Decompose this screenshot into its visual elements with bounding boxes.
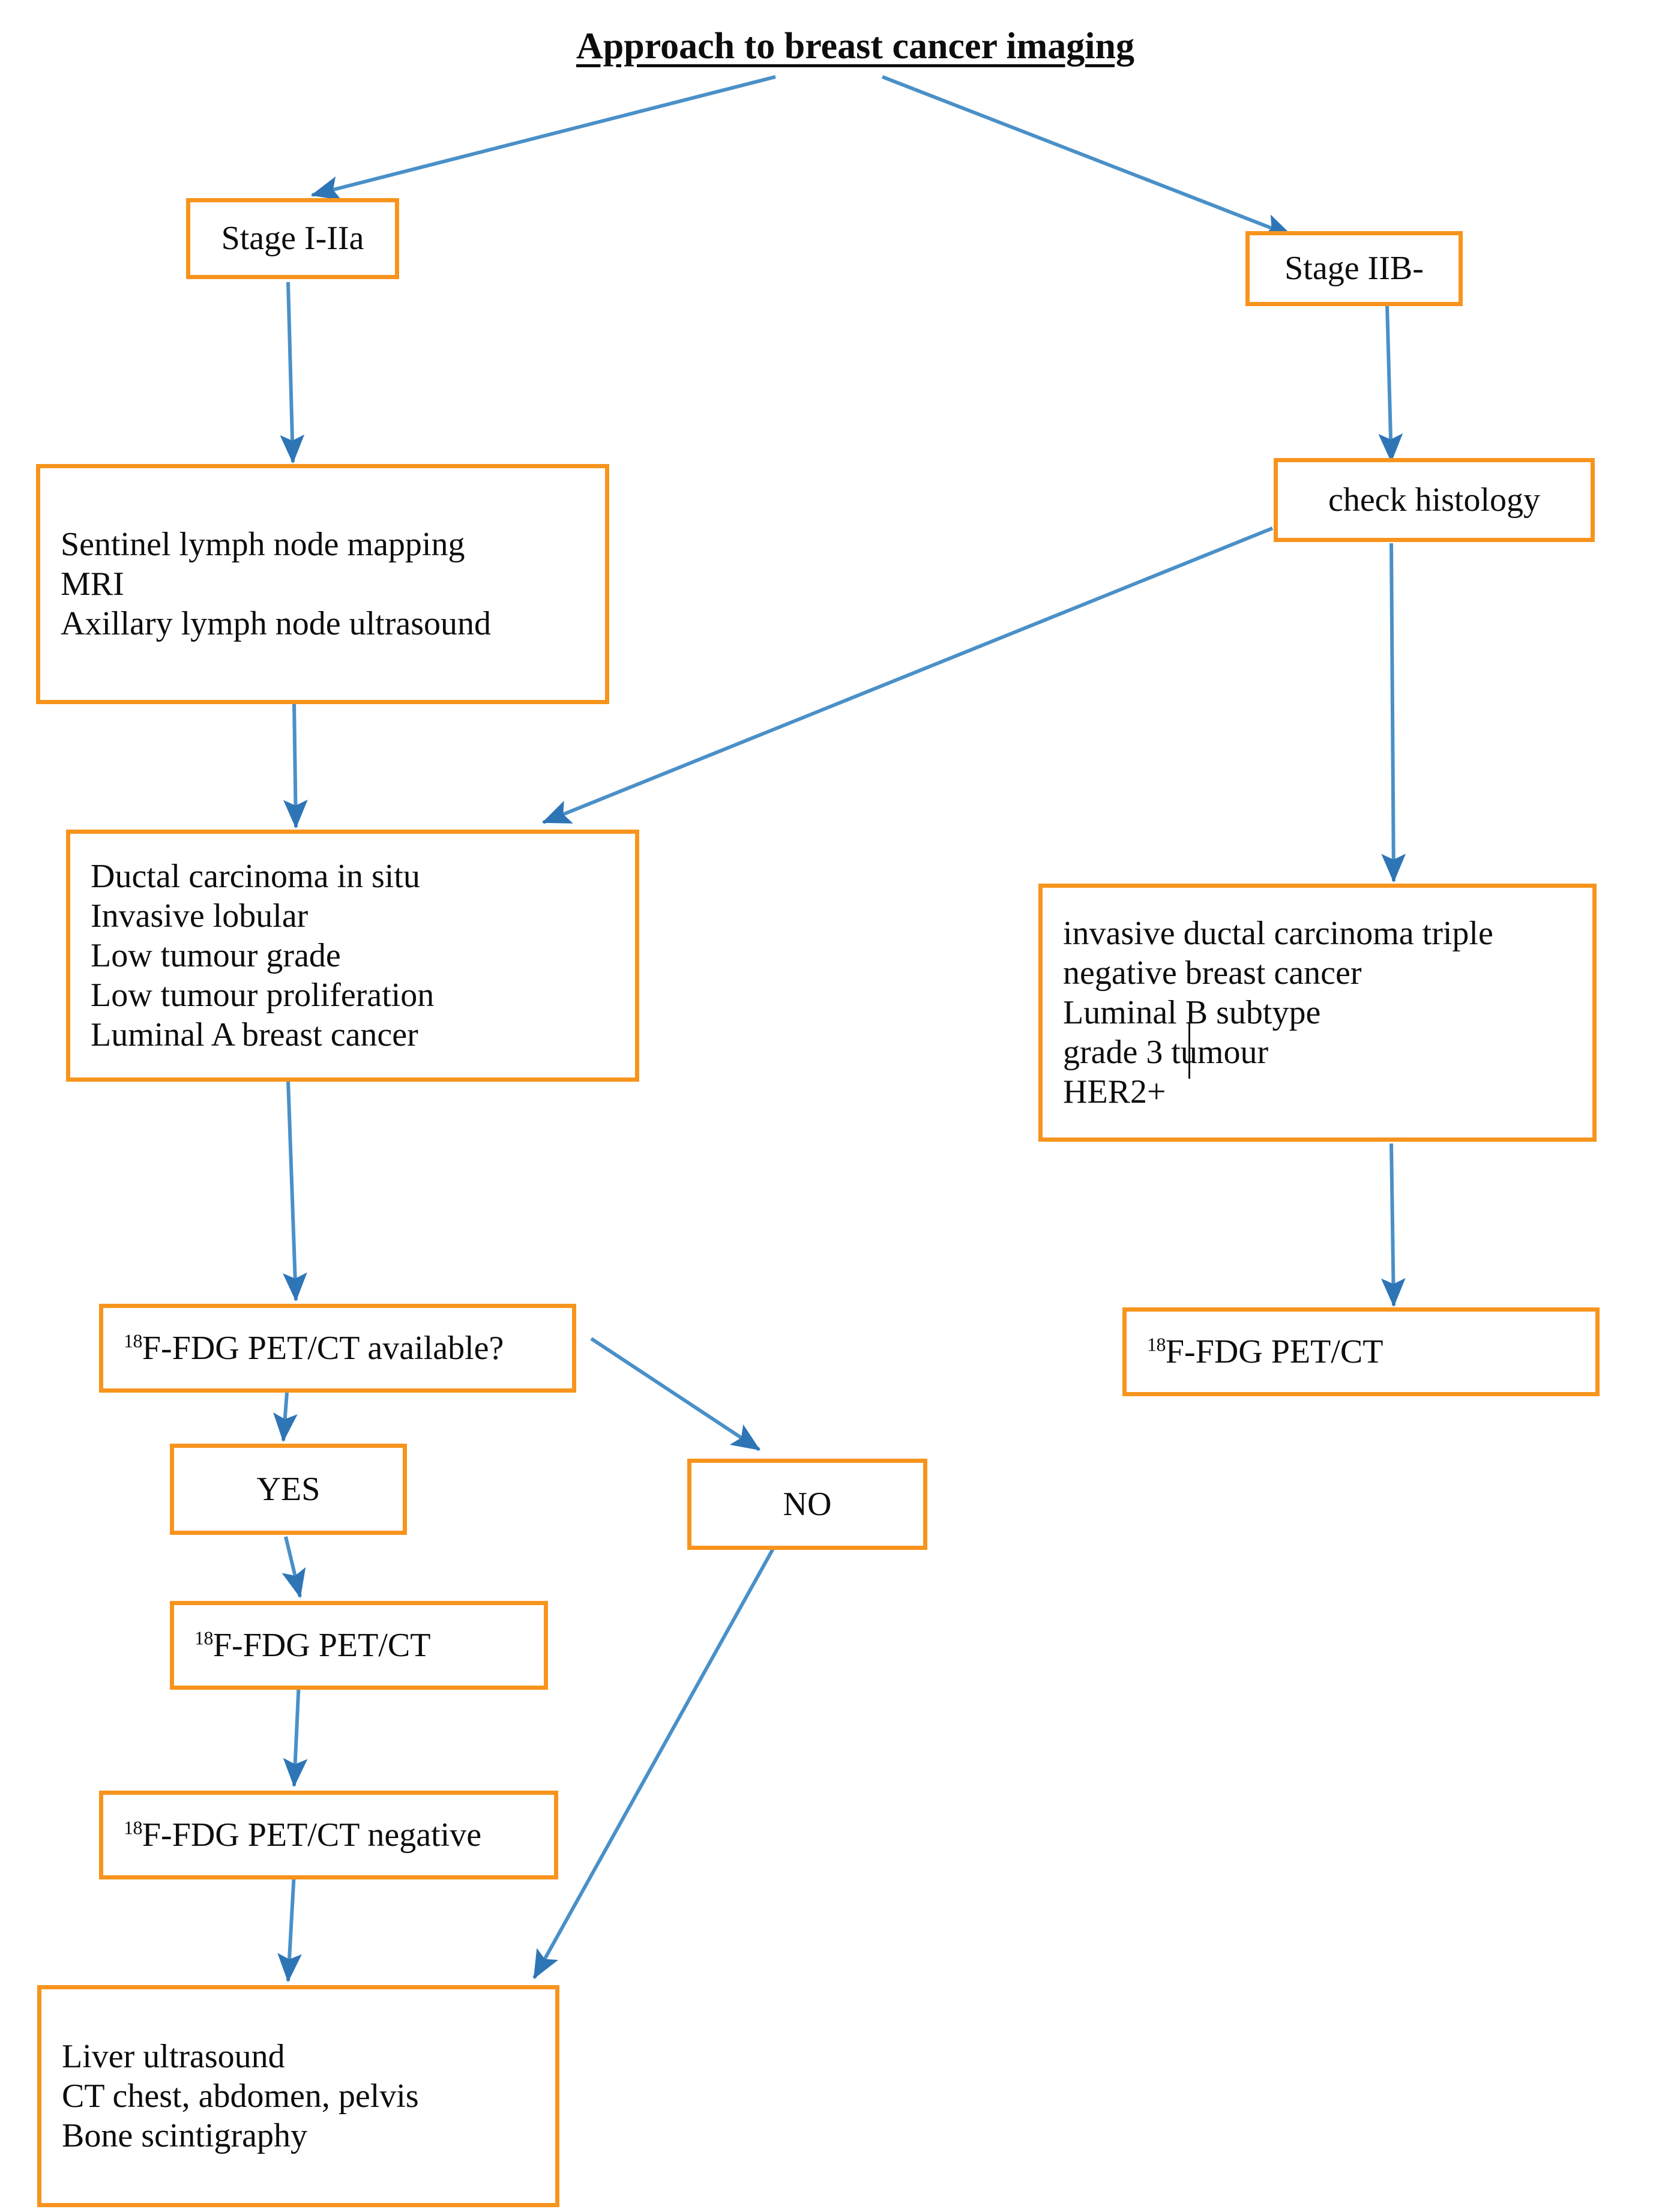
node-label: 18F-FDG PET/CT [1147,1333,1383,1370]
edge-highrisk-to-petright [1380,1143,1406,1307]
node-label-text: F-FDG PET/CT negative [142,1816,482,1854]
node-pet-left[interactable]: 18F-FDG PET/CT [170,1601,548,1690]
node-line: Luminal B subtype [1063,993,1321,1031]
edge-petavailable-to-yes [273,1392,298,1442]
node-check-histology[interactable]: check histology [1274,458,1595,542]
node-line: Invasive lobular [91,897,309,935]
node-pet-negative[interactable]: 18F-FDG PET/CT negative [99,1791,558,1879]
node-high-risk-histology[interactable]: invasive ductal carcinoma triple negativ… [1038,884,1597,1142]
node-line: negative breast cancer [1063,954,1362,992]
edge-petnegative-to-conventional [277,1872,302,1983]
node-label-text: F-FDG PET/CT [212,1626,431,1664]
edge-title-to-stage2b [881,75,1293,238]
node-label: Stage IIB- [1284,250,1424,288]
node-line: Sentinel lymph node mapping [61,525,465,563]
node-pet-available[interactable]: 18F-FDG PET/CT available? [99,1304,576,1393]
node-line: Low tumour proliferation [91,977,435,1014]
edge-workup-to-lowrisk [283,702,308,829]
node-label: 18F-FDG PET/CT [194,1627,430,1664]
node-line: Axillary lymph node ultrasound [61,605,492,643]
node-yes[interactable]: YES [170,1444,407,1535]
node-early-workup[interactable]: Sentinel lymph node mapping MRI Axillary… [36,464,609,704]
edge-yes-to-pet [282,1536,306,1599]
isotope-superscript: 18 [194,1627,213,1649]
node-label: NO [783,1485,832,1523]
node-label: YES [256,1470,321,1508]
node-line: Luminal A breast cancer [91,1016,418,1054]
node-conventional-imaging[interactable]: Liver ultrasound CT chest, abdomen, pelv… [37,1985,559,2207]
isotope-superscript: 18 [1147,1334,1166,1355]
edge-stage1-to-workup [280,282,305,464]
node-line: Liver ultrasound [62,2037,285,2075]
edge-petavailable-to-no [590,1337,761,1451]
node-line: Low tumour grade [91,936,341,974]
node-line: Bone scintigraphy [62,2117,308,2155]
node-line: CT chest, abdomen, pelvis [62,2077,419,2115]
edge-histology-to-highrisk [1381,543,1406,883]
text-cursor-artifact [1188,1023,1190,1079]
node-label: Stage I-IIa [221,220,364,258]
edge-no-to-conventional [532,1532,783,1980]
edge-pet-to-petnegative [283,1680,308,1788]
node-line: invasive ductal carcinoma triple [1063,914,1493,952]
node-low-risk-histology[interactable]: Ductal carcinoma in situ Invasive lobula… [66,830,639,1082]
node-label: 18F-FDG PET/CT available? [124,1330,504,1367]
node-stage-i-iia[interactable]: Stage I-IIa [186,198,399,279]
node-label: check histology [1328,481,1541,519]
node-no[interactable]: NO [687,1459,927,1550]
edge-title-to-stage1 [310,75,776,200]
page-title: Approach to breast cancer imaging [576,26,1134,67]
edge-stage2b-to-histology [1378,282,1403,463]
isotope-superscript: 18 [124,1817,142,1839]
node-label-text: F-FDG PET/CT available? [142,1329,504,1367]
node-stage-iib[interactable]: Stage IIB- [1245,231,1463,306]
isotope-superscript: 18 [124,1330,142,1352]
node-line: HER2+ [1063,1073,1166,1111]
node-label-text: F-FDG PET/CT [1165,1333,1383,1370]
edge-lowrisk-to-petavailable [282,1080,307,1302]
node-line: MRI [61,565,124,603]
node-line: Ductal carcinoma in situ [91,857,420,895]
edge-histology-to-lowrisk [541,526,1274,824]
node-pet-right[interactable]: 18F-FDG PET/CT [1122,1307,1600,1396]
node-label: 18F-FDG PET/CT negative [124,1816,481,1854]
node-line: grade 3 tumour [1063,1034,1269,1071]
